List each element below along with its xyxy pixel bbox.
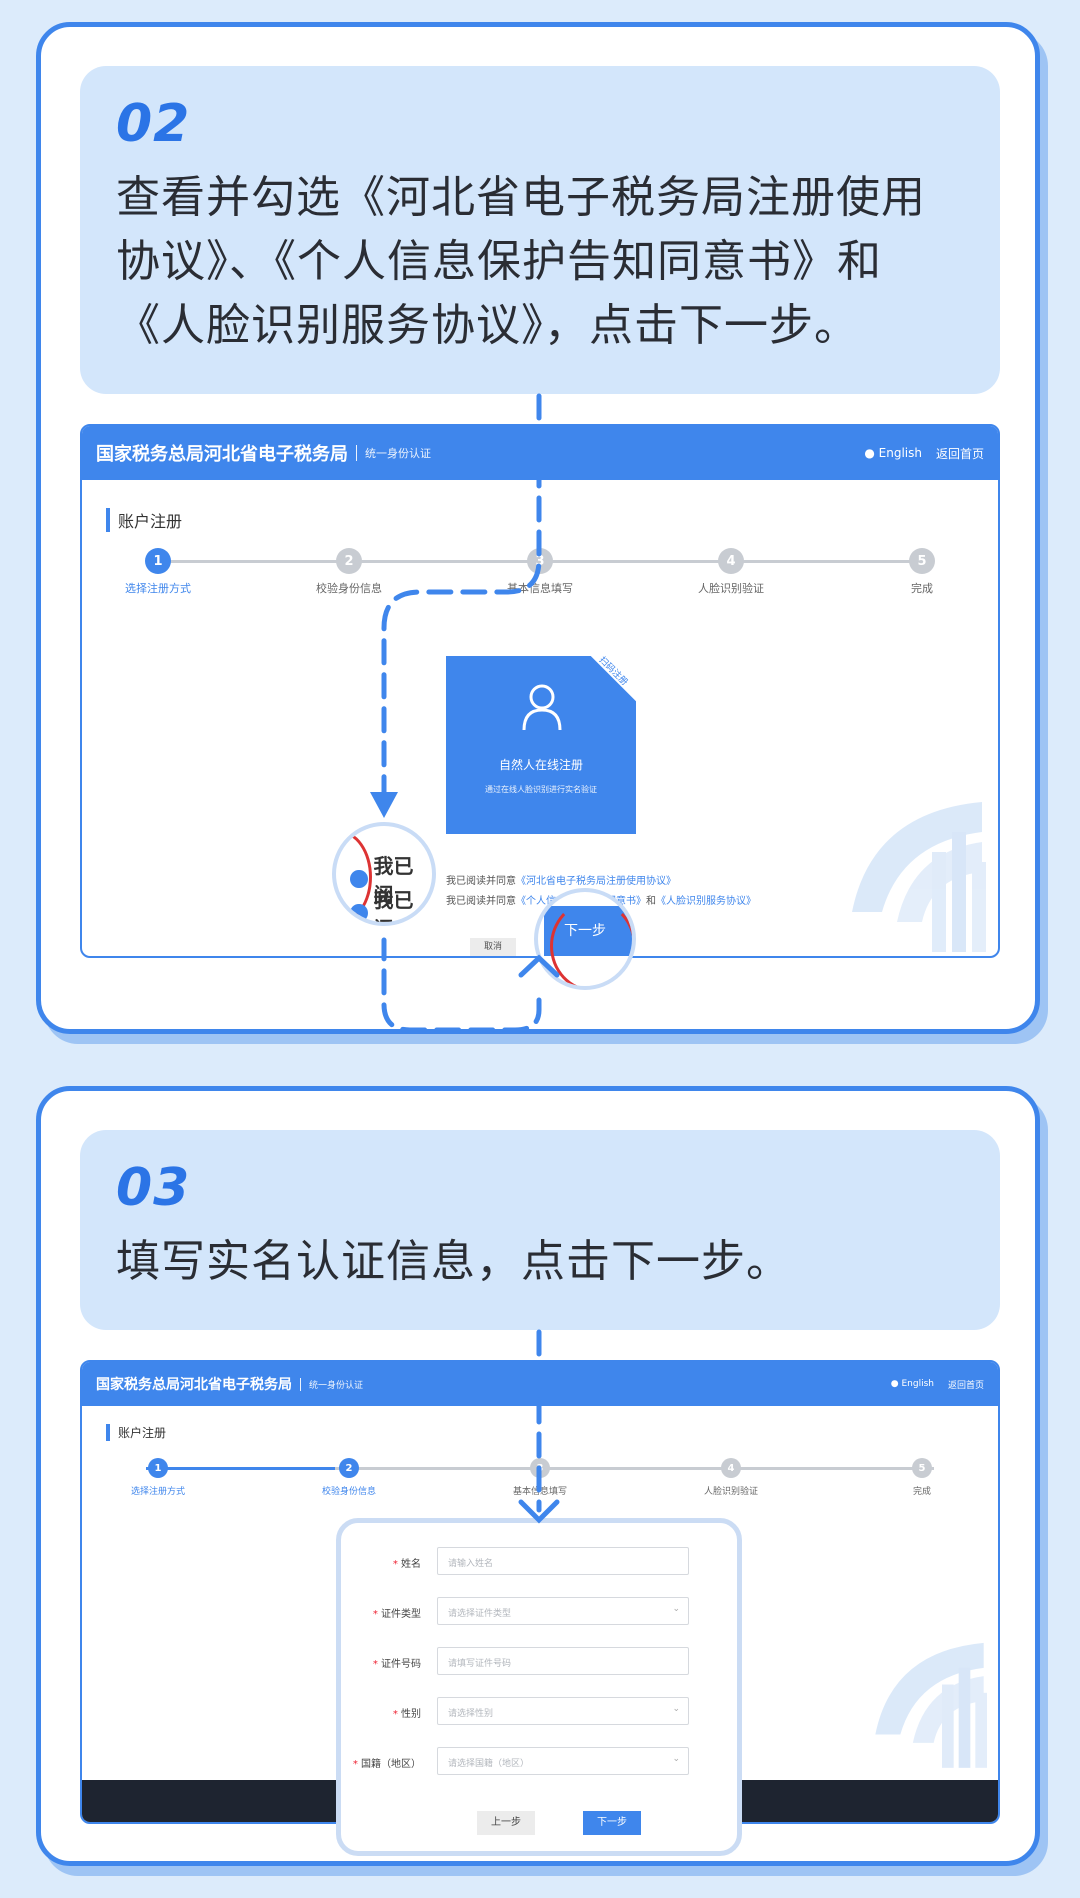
magnified-checkbox-2[interactable]: 我已阅: [350, 884, 432, 922]
form-row-name: * 姓名 请输入姓名: [341, 1547, 737, 1577]
next-button-magnifier: 下一步: [534, 888, 636, 990]
section-title: 账户注册: [106, 508, 182, 532]
arrow-to-checkbox: [381, 393, 542, 803]
real-name-form: * 姓名 请输入姓名 * 证件类型 请选择证件类型⌄ * 证件号码 请填写证件号…: [336, 1518, 742, 1856]
home-link[interactable]: 返回首页: [935, 446, 984, 461]
id-type-select[interactable]: 请选择证件类型⌄: [437, 1597, 689, 1625]
portal-subtitle: 统一身份认证: [356, 445, 431, 461]
checkbox-checked-icon: [350, 870, 368, 888]
step2-text: 查看并勾选《河北省电子税务局注册使用协议》、《个人信息保护告知同意书》和《人脸识…: [116, 172, 926, 351]
next-button[interactable]: 下一步: [583, 1811, 641, 1835]
user-icon: ●: [890, 1379, 899, 1389]
arrow-head-down-icon: [518, 1499, 560, 1524]
tax-emblem-watermark-icon: [852, 802, 986, 952]
portal-title: 国家税务总局河北省电子税务局: [96, 444, 348, 465]
english-link[interactable]: ● English: [864, 446, 922, 460]
nationality-select[interactable]: 请选择国籍（地区）⌄: [437, 1747, 689, 1775]
portal-subtitle: 统一身份认证: [300, 1377, 363, 1391]
gender-select[interactable]: 请选择性别⌄: [437, 1697, 689, 1725]
step2-info-panel: 02 查看并勾选《河北省电子税务局注册使用协议》、《个人信息保护告知同意书》和《…: [80, 66, 1000, 394]
home-link[interactable]: 返回首页: [947, 1380, 984, 1391]
agreement-1[interactable]: 我已阅读并同意《河北省电子税务局注册使用协议》: [446, 876, 676, 887]
arrow-to-next: [381, 937, 542, 1033]
step3-info-panel: 03 填写实名认证信息，点击下一步。: [80, 1130, 1000, 1330]
register-card-desc: 通过在线人脸识别进行实名验证: [485, 785, 597, 794]
agreement-3-link[interactable]: 《人脸识别服务协议》: [656, 896, 756, 907]
agreement-1-link[interactable]: 《河北省电子税务局注册使用协议》: [516, 876, 676, 887]
agreement-checkbox-magnifier: 我已阅 我已阅: [332, 822, 436, 926]
register-card-title: 自然人在线注册: [498, 758, 583, 772]
chevron-down-icon: ⌄: [672, 1704, 680, 1714]
portal-screenshot-1: 国家税务总局河北省电子税务局 统一身份认证 ● English 返回首页 账户注…: [80, 424, 1000, 958]
step3-number: 03: [113, 1158, 191, 1218]
tax-emblem-watermark-icon: [875, 1642, 987, 1768]
arrow-head-up-icon: [518, 954, 560, 978]
form-row-gender: * 性别 请选择性别⌄: [341, 1697, 737, 1727]
prev-button[interactable]: 上一步: [477, 1811, 535, 1835]
section-title: 账户注册: [106, 1424, 166, 1441]
cancel-button[interactable]: 取消: [470, 938, 516, 956]
step3-text: 填写实名认证信息，点击下一步。: [116, 1236, 791, 1287]
arrow-head-down-icon: [370, 792, 398, 818]
english-link[interactable]: ● English: [890, 1379, 934, 1389]
user-icon: ●: [864, 446, 875, 460]
form-row-id-type: * 证件类型 请选择证件类型⌄: [341, 1597, 737, 1627]
checkbox-checked-icon: [350, 904, 368, 922]
portal-title: 国家税务总局河北省电子税务局: [96, 1377, 292, 1393]
chevron-down-icon: ⌄: [672, 1604, 680, 1614]
name-input[interactable]: 请输入姓名: [437, 1547, 689, 1575]
step2-number: 02: [113, 94, 191, 154]
chevron-down-icon: ⌄: [672, 1754, 680, 1764]
magnified-checkbox-1[interactable]: 我已阅: [350, 850, 432, 908]
person-icon: [522, 684, 562, 731]
form-row-id-number: * 证件号码 请填写证件号码: [341, 1647, 737, 1677]
id-number-input[interactable]: 请填写证件号码: [437, 1647, 689, 1675]
form-row-nationality: * 国籍（地区） 请选择国籍（地区）⌄: [341, 1747, 737, 1777]
online-register-card[interactable]: 扫码注册 自然人在线注册 通过在线人脸识别进行实名验证: [446, 656, 636, 834]
